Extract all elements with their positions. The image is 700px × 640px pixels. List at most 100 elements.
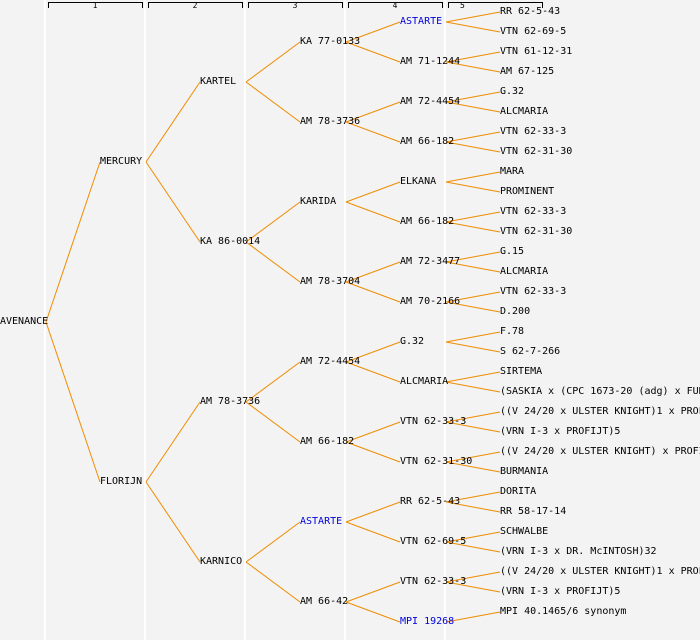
connector-line bbox=[345, 181, 401, 203]
connector-line bbox=[345, 501, 401, 523]
connector-line bbox=[345, 201, 401, 223]
connector-line bbox=[445, 141, 501, 153]
connector-line bbox=[445, 381, 501, 393]
connector-line bbox=[345, 101, 401, 123]
pedigree-node: AM 67-125 bbox=[500, 66, 555, 77]
generation-bracket bbox=[348, 2, 443, 8]
connector-line bbox=[445, 541, 501, 553]
connector-line bbox=[445, 181, 501, 193]
connector-line bbox=[245, 521, 301, 563]
generation-header: 2 bbox=[192, 1, 198, 10]
pedigree-node: S 62-7-266 bbox=[500, 346, 561, 357]
pedigree-node: KA 86-0014 bbox=[200, 236, 261, 247]
connector-line bbox=[445, 461, 501, 473]
connector-line bbox=[445, 51, 501, 63]
connector-line bbox=[145, 161, 201, 243]
generation-header: 3 bbox=[292, 1, 298, 10]
pedigree-node: VTN 62-69-5 bbox=[500, 26, 567, 37]
pedigree-node[interactable]: MPI 19268 bbox=[400, 616, 455, 627]
connector-line bbox=[445, 11, 501, 23]
pedigree-node: AM 72-4454 bbox=[400, 96, 461, 107]
connector-line bbox=[445, 451, 501, 463]
pedigree-node[interactable]: ASTARTE bbox=[400, 16, 443, 27]
column-separator bbox=[444, 0, 446, 640]
pedigree-node: AM 66-42 bbox=[300, 596, 349, 607]
connector-line bbox=[45, 321, 101, 483]
connector-line bbox=[345, 281, 401, 303]
connector-line bbox=[445, 611, 501, 623]
connector-line bbox=[145, 81, 201, 163]
connector-line bbox=[445, 341, 501, 353]
pedigree-node: F.78 bbox=[500, 326, 525, 337]
connector-line bbox=[345, 441, 401, 463]
pedigree-node: SCHWALBE bbox=[500, 526, 549, 537]
connector-line bbox=[345, 581, 401, 603]
pedigree-node: KARIDA bbox=[300, 196, 337, 207]
connector-line bbox=[145, 401, 201, 483]
connector-line bbox=[245, 241, 301, 283]
pedigree-node: VTN 62-31-30 bbox=[500, 226, 573, 237]
pedigree-node: ((V 24/20 x ULSTER KNIGHT)1 x PROF bbox=[500, 406, 700, 417]
pedigree-node: (VRN I-3 x PROFIJT)5 bbox=[500, 426, 621, 437]
pedigree-node: KARTEL bbox=[200, 76, 237, 87]
pedigree-node: BURMANIA bbox=[500, 466, 549, 477]
pedigree-node: VTN 62-33-3 bbox=[500, 286, 567, 297]
connector-line bbox=[445, 101, 501, 113]
generation-bracket bbox=[148, 2, 243, 8]
connector-line bbox=[445, 491, 501, 503]
connector-line bbox=[445, 61, 501, 73]
pedigree-node: VTN 62-33-3 bbox=[400, 576, 467, 587]
column-separator bbox=[344, 0, 346, 640]
pedigree-node: AM 66-182 bbox=[400, 216, 455, 227]
pedigree-node: KA 77-0133 bbox=[300, 36, 361, 47]
pedigree-node: G.15 bbox=[500, 246, 525, 257]
pedigree-node: AM 78-3704 bbox=[300, 276, 361, 287]
connector-line bbox=[445, 171, 501, 183]
pedigree-node: (SASKIA x (CPC 1673-20 (adg) x FUR bbox=[500, 386, 700, 397]
pedigree-node: VTN 62-33-3 bbox=[500, 126, 567, 137]
pedigree-node: G.32 bbox=[400, 336, 425, 347]
pedigree-node: FLORIJN bbox=[100, 476, 143, 487]
pedigree-node: D.200 bbox=[500, 306, 531, 317]
pedigree-node: ELKANA bbox=[400, 176, 437, 187]
generation-header: 1 bbox=[92, 1, 98, 10]
pedigree-node: AM 72-3477 bbox=[400, 256, 461, 267]
connector-line bbox=[445, 261, 501, 273]
connector-line bbox=[445, 371, 501, 383]
pedigree-node: AM 71-1244 bbox=[400, 56, 461, 67]
pedigree-node: VTN 62-33-3 bbox=[400, 416, 467, 427]
connector-line bbox=[445, 291, 501, 303]
connector-line bbox=[445, 221, 501, 233]
pedigree-node[interactable]: ASTARTE bbox=[300, 516, 343, 527]
pedigree-node: MPI 40.1465/6 synonym bbox=[500, 606, 627, 617]
pedigree-node: ALCMARIA bbox=[400, 376, 449, 387]
connector-line bbox=[45, 161, 101, 323]
pedigree-node: ALCMARIA bbox=[500, 266, 549, 277]
connector-line bbox=[445, 21, 501, 33]
connector-line bbox=[245, 81, 301, 123]
pedigree-node: PROMINENT bbox=[500, 186, 555, 197]
connector-line bbox=[345, 121, 401, 143]
pedigree-node: AM 66-182 bbox=[300, 436, 355, 447]
pedigree-node: SIRTEMA bbox=[500, 366, 543, 377]
connector-line bbox=[245, 41, 301, 83]
pedigree-node: VTN 62-69-5 bbox=[400, 536, 467, 547]
pedigree-node: DORITA bbox=[500, 486, 537, 497]
pedigree-node: AM 78-3736 bbox=[200, 396, 261, 407]
pedigree-node: G.32 bbox=[500, 86, 525, 97]
connector-line bbox=[445, 411, 501, 423]
pedigree-node: AM 78-3736 bbox=[300, 116, 361, 127]
column-separator bbox=[44, 0, 46, 640]
connector-line bbox=[345, 41, 401, 63]
pedigree-node: KARNICO bbox=[200, 556, 243, 567]
column-separator bbox=[144, 0, 146, 640]
connector-line bbox=[445, 501, 501, 513]
generation-bracket bbox=[48, 2, 143, 8]
pedigree-node: VTN 62-31-30 bbox=[400, 456, 473, 467]
pedigree-node: VTN 62-31-30 bbox=[500, 146, 573, 157]
connector-line bbox=[445, 301, 501, 313]
connector-line bbox=[345, 521, 401, 543]
pedigree-node: VTN 62-33-3 bbox=[500, 206, 567, 217]
pedigree-node: AM 72-4454 bbox=[300, 356, 361, 367]
